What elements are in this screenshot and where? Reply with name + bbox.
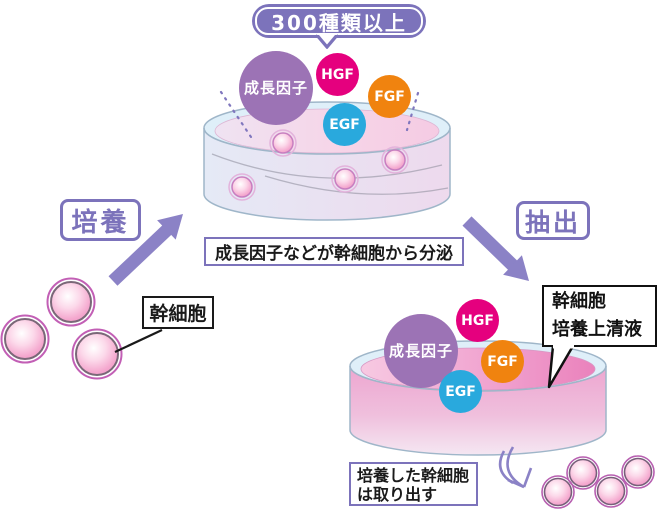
- stem-cells-in-dish: [228, 129, 409, 201]
- supernatant-line1: 幹細胞: [552, 291, 606, 312]
- step-culture-label: 培養: [71, 207, 130, 238]
- egf-circle-2: EGF: [439, 370, 482, 413]
- egf-circle: EGF: [323, 103, 366, 146]
- count-badge-label: 300種類以上: [271, 10, 407, 35]
- harvested-stem-cells: [541, 455, 655, 509]
- growth-factor-label: 成長因子: [243, 78, 308, 97]
- harvest-line1: 培養した幹細胞: [357, 466, 470, 485]
- stem-cell-label: 幹細胞: [149, 303, 207, 325]
- supernatant-line2: 培養上清液: [552, 319, 642, 340]
- step-extract-label: 抽出: [524, 207, 581, 237]
- stem-cell-label-box: 幹細胞: [142, 296, 214, 329]
- step-extract-box: 抽出: [516, 201, 590, 240]
- liquid-swirl: [264, 175, 449, 195]
- secretion-dotted-line: [219, 90, 255, 142]
- culture-arrow: [108, 214, 183, 286]
- dish1-caption-text: 成長因子などが幹細胞から分泌: [215, 244, 453, 264]
- stem-cells-start: [0, 277, 123, 380]
- harvest-caption: 培養した幹細胞 は取り出す: [349, 462, 478, 506]
- extract-arrow: [462, 216, 529, 281]
- supernatant-callout: 幹細胞 培養上清液: [542, 285, 657, 347]
- dish1-caption: 成長因子などが幹細胞から分泌: [204, 237, 464, 266]
- liquid-swirl: [211, 153, 443, 179]
- supernatant-callout-tail: [547, 344, 575, 389]
- fgf-label: FGF: [374, 88, 405, 105]
- fgf-circle: FGF: [368, 75, 411, 118]
- hgf-circle: HGF: [316, 53, 359, 96]
- egf-label: EGF: [329, 116, 360, 133]
- hgf-label-2: HGF: [461, 312, 494, 329]
- hgf-label: HGF: [321, 66, 354, 83]
- hgf-circle-2: HGF: [456, 299, 499, 342]
- harvest-line2: は取り出す: [357, 485, 438, 504]
- stem-cell-leader-line: [114, 329, 163, 353]
- egf-label-2: EGF: [445, 383, 476, 400]
- secretion-dotted-line: [405, 91, 420, 132]
- harvest-arrow: [498, 446, 533, 489]
- fgf-label-2: FGF: [487, 353, 518, 370]
- step-culture-box: 培養: [60, 199, 141, 241]
- count-badge-tail: [315, 34, 339, 49]
- count-badge: 300種類以上: [252, 4, 426, 38]
- growth-factor-label-2: 成長因子: [388, 341, 453, 360]
- fgf-circle-2: FGF: [481, 340, 524, 383]
- growth-factor-circle: 成長因子: [239, 51, 313, 125]
